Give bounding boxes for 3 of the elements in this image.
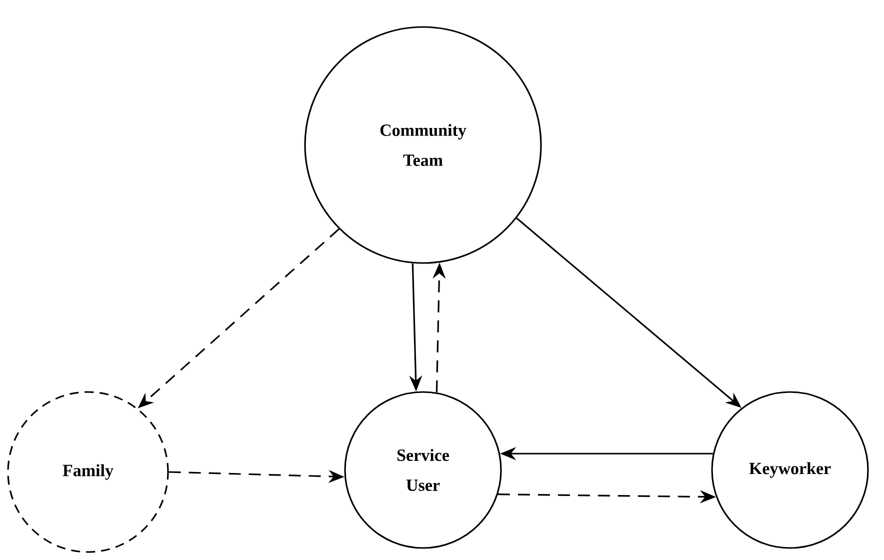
circle-node: Keyworker	[711, 391, 869, 549]
circle-node: Service User	[344, 391, 502, 549]
circle-node: Community Team	[304, 26, 542, 264]
